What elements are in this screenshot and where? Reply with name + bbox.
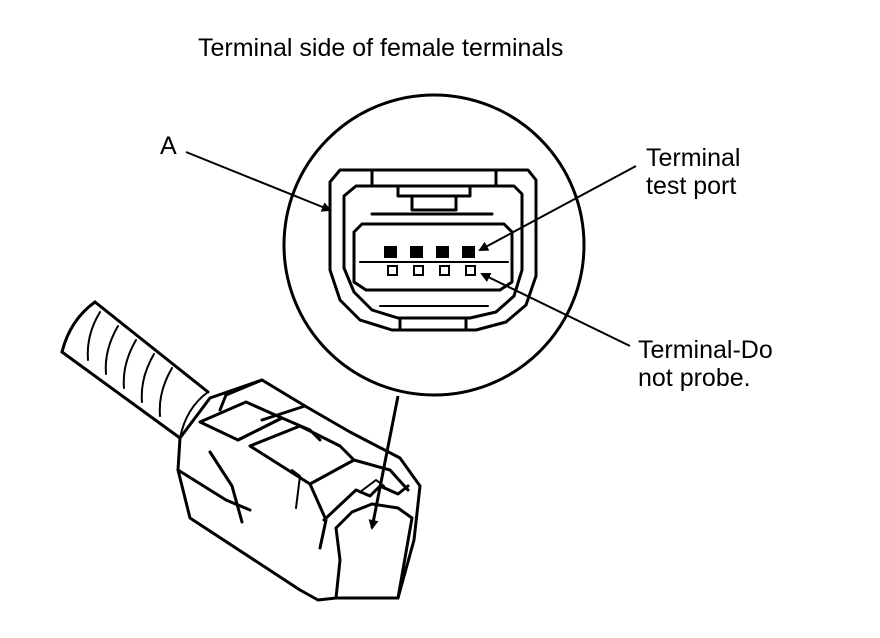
terminal-1 bbox=[387, 265, 398, 276]
zoom-arrow bbox=[368, 395, 400, 530]
diagram-title: Terminal side of female terminals bbox=[198, 34, 564, 62]
connector-body bbox=[176, 378, 422, 602]
callout-test-port-line-1: Terminal bbox=[646, 144, 741, 172]
test-port-pin-2 bbox=[410, 246, 423, 258]
terminal-2 bbox=[413, 265, 424, 276]
leader-a bbox=[185, 151, 332, 212]
callout-no-probe-line-1: Terminal-Do bbox=[638, 336, 773, 364]
callout-terminal-do-not-probe: Terminal-Do not probe. bbox=[638, 336, 773, 392]
terminal-4 bbox=[465, 265, 476, 276]
callout-a: A bbox=[160, 132, 177, 160]
callout-no-probe-line-2: not probe. bbox=[638, 364, 751, 392]
callout-test-port-line-2: test port bbox=[646, 172, 737, 200]
test-port-pin-4 bbox=[462, 246, 475, 258]
terminal-3 bbox=[439, 265, 450, 276]
magnified-view bbox=[282, 93, 586, 397]
test-port-pin-1 bbox=[384, 246, 397, 258]
callout-terminal-test-port: Terminal test port bbox=[646, 144, 740, 200]
leader-test-port bbox=[478, 165, 637, 251]
wire-harness bbox=[60, 300, 210, 440]
leader-do-not-probe bbox=[480, 273, 631, 347]
test-port-pin-3 bbox=[436, 246, 449, 258]
